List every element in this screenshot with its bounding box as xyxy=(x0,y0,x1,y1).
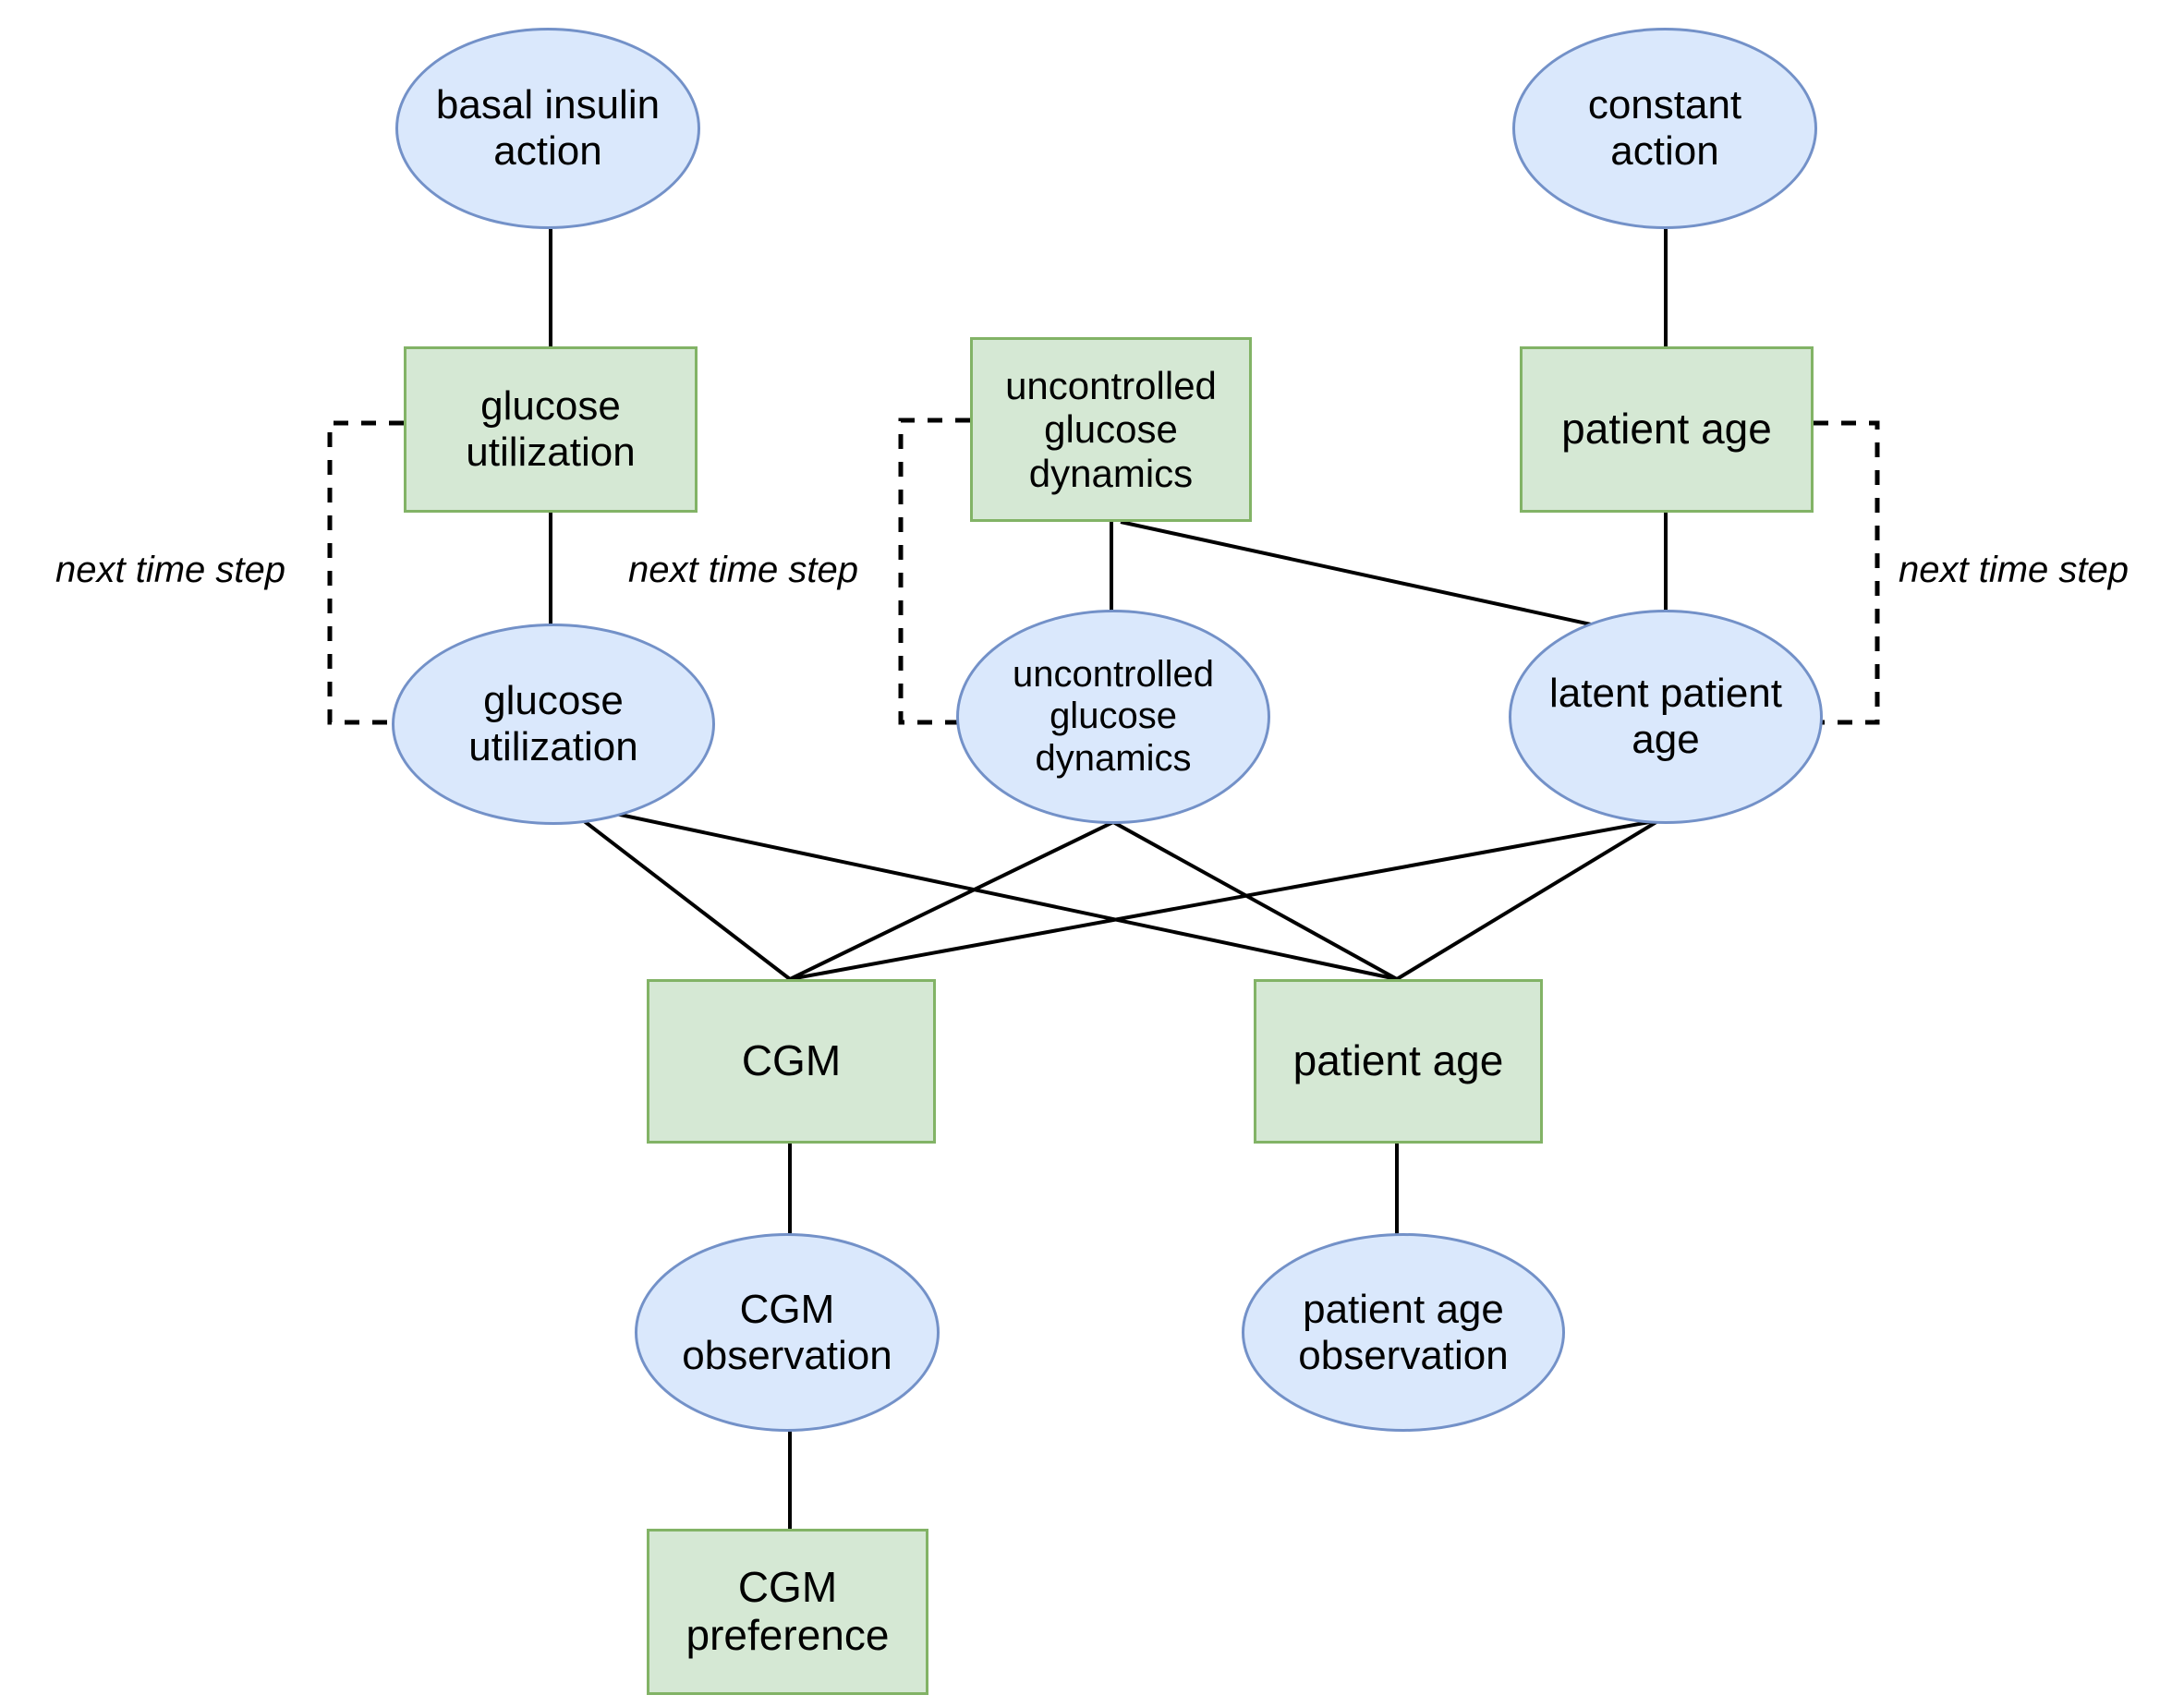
edge-uncontrolled-dynamics-box-to-latent-patient-age-ellipse xyxy=(1120,520,1664,642)
node-uncontrolled-dynamics-ellipse[interactable]: uncontrolled glucose dynamics xyxy=(956,610,1270,824)
node-constant-action[interactable]: constant action xyxy=(1512,28,1817,229)
edge-latent-patient-age-ellipse-to-cgm-box xyxy=(789,818,1660,981)
node-basal-insulin-action[interactable]: basal insulin action xyxy=(395,28,700,229)
loop-glucose-utilization-dashed-path xyxy=(327,420,406,725)
edge-glucose-utilization-ellipse-to-patient-age-box-bottom xyxy=(558,800,1398,981)
node-label-uncontrolled-dynamics-ellipse: uncontrolled glucose dynamics xyxy=(1013,654,1214,779)
node-label-glucose-utilization-ellipse: glucose utilization xyxy=(468,678,638,769)
node-glucose-utilization-box[interactable]: glucose utilization xyxy=(404,346,698,513)
node-cgm-observation-ellipse[interactable]: CGM observation xyxy=(635,1233,940,1432)
loop-label-loop-glucose-utilization: next time step xyxy=(55,550,286,590)
node-uncontrolled-dynamics-box[interactable]: uncontrolled glucose dynamics xyxy=(970,337,1252,522)
edge-uncontrolled-dynamics-ellipse-to-cgm-box xyxy=(789,820,1114,981)
loop-label-loop-uncontrolled-dynamics: next time step xyxy=(628,550,859,590)
loop-patient-age-dashed-path xyxy=(1814,420,1880,725)
node-patient-age-box-top[interactable]: patient age xyxy=(1520,346,1814,513)
node-label-patient-age-box-top: patient age xyxy=(1561,405,1772,454)
edge-latent-patient-age-ellipse-to-patient-age-box-bottom xyxy=(1395,818,1661,981)
loop-label-loop-patient-age: next time step xyxy=(1899,550,2129,590)
node-label-uncontrolled-dynamics-box: uncontrolled glucose dynamics xyxy=(1005,363,1217,495)
node-cgm-box[interactable]: CGM xyxy=(647,979,936,1144)
node-patient-age-box-bottom[interactable]: patient age xyxy=(1254,979,1543,1144)
node-label-constant-action: constant action xyxy=(1587,82,1742,174)
node-label-patient-age-observation-ellipse: patient age observation xyxy=(1298,1286,1509,1378)
node-latent-patient-age-ellipse[interactable]: latent patient age xyxy=(1509,610,1823,824)
node-label-basal-insulin-action: basal insulin action xyxy=(435,82,661,174)
node-label-cgm-box: CGM xyxy=(741,1036,842,1085)
node-patient-age-observation-ellipse[interactable]: patient age observation xyxy=(1242,1233,1565,1432)
node-label-cgm-observation-ellipse: CGM observation xyxy=(682,1286,892,1378)
node-label-glucose-utilization-box: glucose utilization xyxy=(466,383,636,475)
node-label-patient-age-box-bottom: patient age xyxy=(1292,1036,1504,1085)
edge-uncontrolled-dynamics-ellipse-to-patient-age-box-bottom xyxy=(1112,820,1398,981)
node-label-latent-patient-age-ellipse: latent patient age xyxy=(1549,671,1782,762)
node-cgm-preference-box[interactable]: CGM preference xyxy=(647,1529,928,1695)
node-glucose-utilization-ellipse[interactable]: glucose utilization xyxy=(392,623,715,825)
loop-uncontrolled-dynamics-dashed-path xyxy=(898,418,970,725)
node-label-cgm-preference-box: CGM preference xyxy=(686,1563,890,1659)
edge-glucose-utilization-ellipse-to-cgm-box xyxy=(557,800,792,981)
